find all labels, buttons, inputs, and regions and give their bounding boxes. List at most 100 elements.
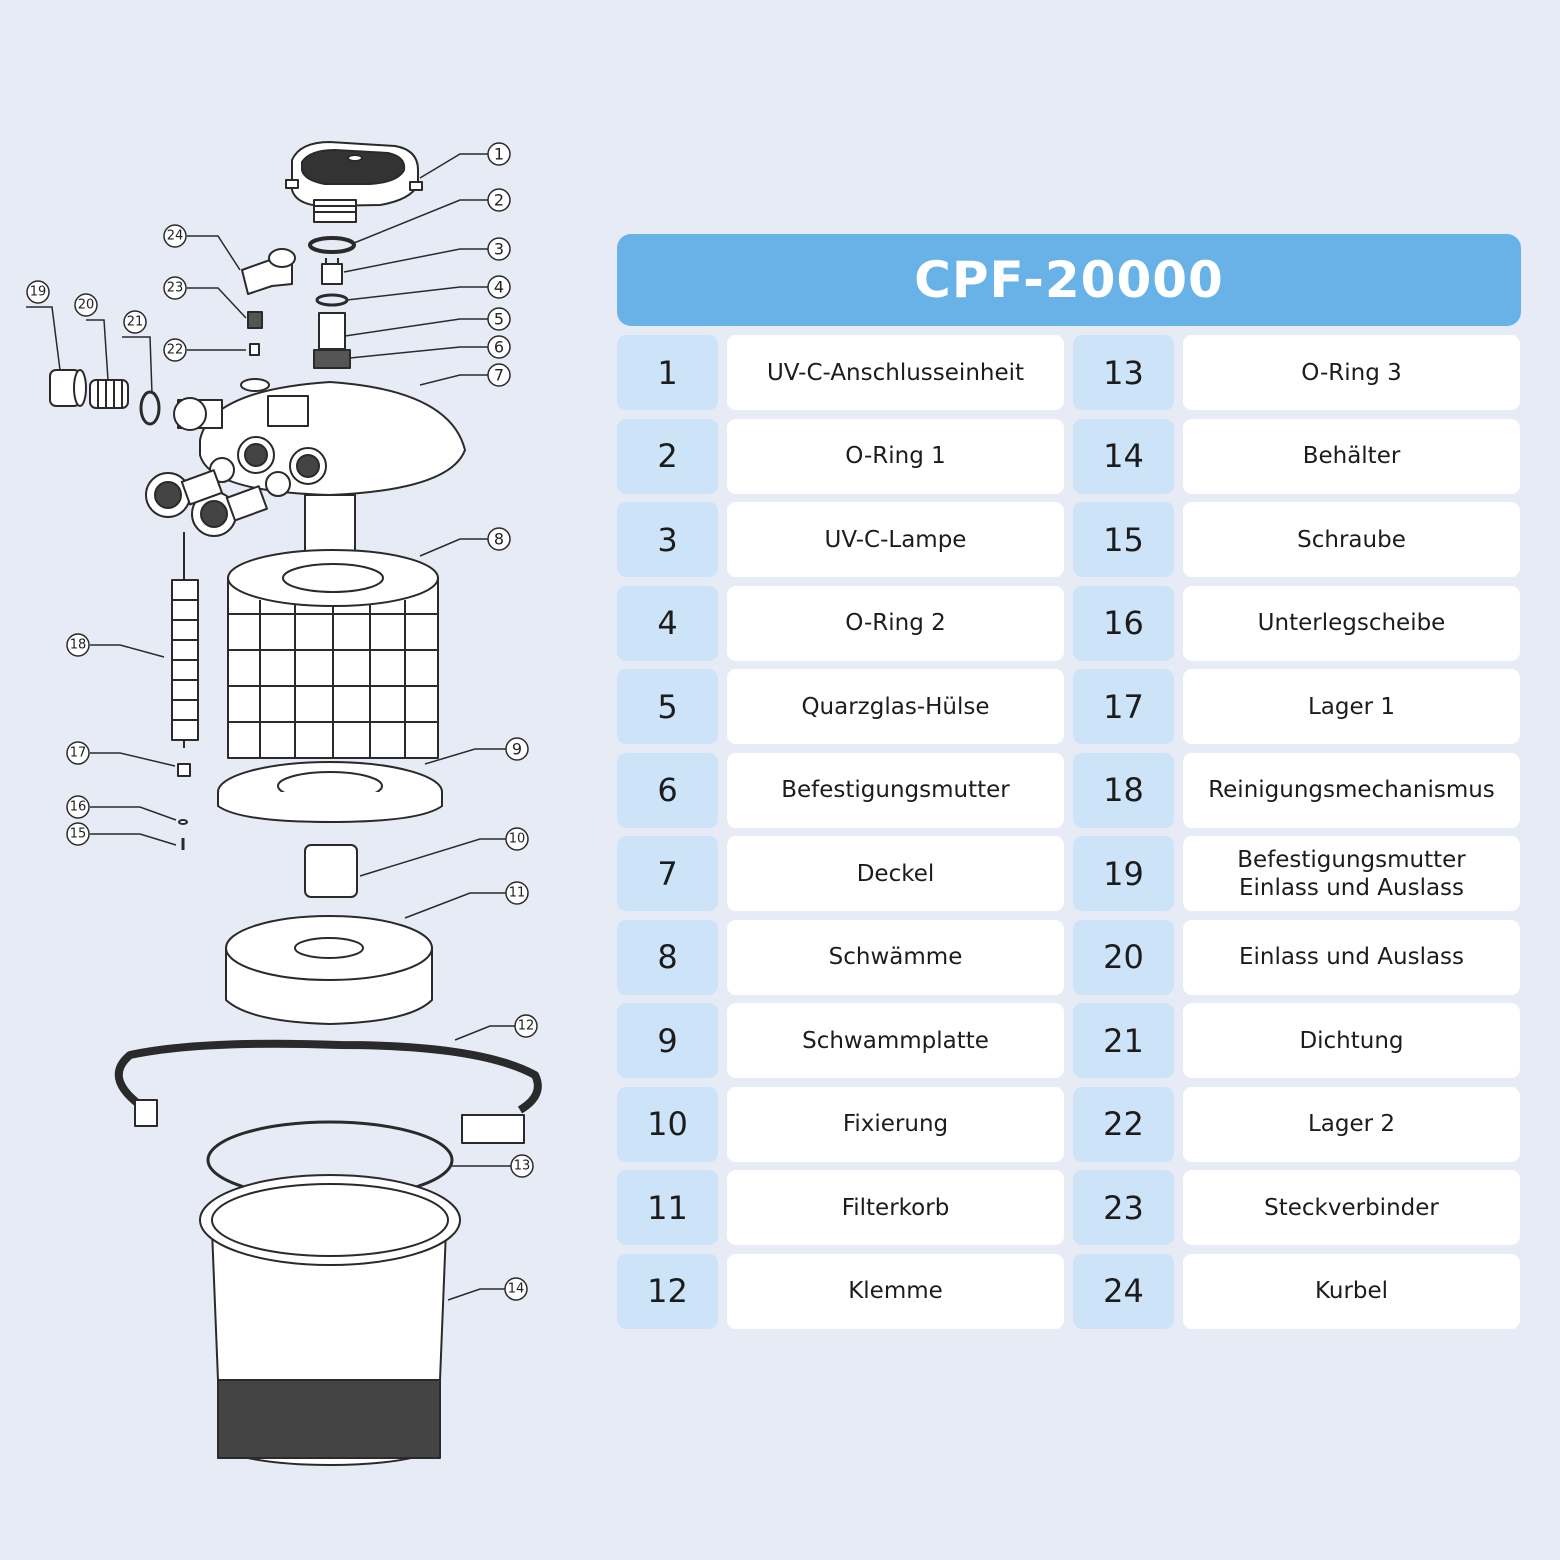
table-row: 7 Deckel 19 Befestigungsmutter Einlass und … bbox=[617, 836, 1521, 911]
svg-text:12: 12 bbox=[518, 1019, 535, 1034]
part-fixation bbox=[304, 844, 358, 898]
callout-23: 23 bbox=[163, 276, 187, 300]
table-row: 12 Klemme 24 Kurbel bbox=[617, 1253, 1521, 1329]
part-name-cell: Dichtung bbox=[1183, 1003, 1520, 1078]
callout-7: 7 bbox=[487, 363, 511, 387]
part-name: Fixierung bbox=[842, 1111, 949, 1137]
part-name-cell: Unterlegscheibe bbox=[1183, 585, 1520, 661]
svg-text:1: 1 bbox=[494, 145, 504, 164]
part-number: 16 bbox=[1103, 604, 1144, 642]
svg-text:20: 20 bbox=[78, 298, 95, 313]
part-name-cell: Einlass und Auslass bbox=[1183, 919, 1520, 995]
part-sponges bbox=[227, 549, 439, 759]
svg-text:10: 10 bbox=[509, 832, 526, 847]
table-row: 2 O-Ring 1 14 Behälter bbox=[617, 418, 1521, 494]
part-number: 13 bbox=[1103, 353, 1144, 392]
part-bearing-2 bbox=[249, 343, 260, 356]
part-number-cell: 4 bbox=[617, 585, 718, 661]
callout-14: 14 bbox=[504, 1277, 528, 1301]
part-number: 24 bbox=[1103, 1272, 1144, 1310]
part-number: 3 bbox=[657, 520, 678, 559]
part-number: 7 bbox=[657, 854, 678, 893]
part-lid bbox=[145, 378, 466, 537]
part-name-cell: O-Ring 1 bbox=[727, 418, 1064, 494]
part-number: 8 bbox=[657, 938, 678, 976]
part-number: 21 bbox=[1103, 1021, 1144, 1060]
part-name-cell: Klemme bbox=[727, 1253, 1064, 1329]
part-name-cell: Behälter bbox=[1183, 418, 1520, 494]
callout-11: 11 bbox=[505, 881, 529, 905]
svg-text:8: 8 bbox=[494, 530, 504, 549]
part-cleaning-mechanism bbox=[171, 532, 199, 748]
svg-text:16: 16 bbox=[70, 800, 87, 815]
svg-text:14: 14 bbox=[508, 1282, 525, 1297]
part-number-cell: 12 bbox=[617, 1253, 718, 1329]
part-fixing-nut-inlet bbox=[49, 369, 87, 407]
part-name-cell: Schwammplatte bbox=[727, 1003, 1064, 1078]
svg-text:3: 3 bbox=[494, 240, 504, 259]
part-number-cell: 19 bbox=[1073, 836, 1174, 911]
callout-19: 19 bbox=[26, 280, 50, 304]
part-name-cell: Befestigungsmutter Einlass und Auslass bbox=[1183, 836, 1520, 911]
part-name-cell: Lager 2 bbox=[1183, 1086, 1520, 1162]
part-name: O-Ring 3 bbox=[1301, 359, 1402, 386]
part-name-cell: UV-C-Anschlusseinheit bbox=[727, 335, 1064, 410]
svg-text:24: 24 bbox=[167, 229, 184, 244]
callout-16: 16 bbox=[66, 795, 90, 819]
model-title: CPF-20000 bbox=[617, 234, 1521, 326]
part-name-cell: Quarzglas-Hülse bbox=[727, 669, 1064, 744]
part-number: 14 bbox=[1103, 437, 1144, 475]
callout-10: 10 bbox=[505, 827, 529, 851]
part-name: O-Ring 1 bbox=[845, 443, 946, 469]
part-o-ring-1 bbox=[308, 236, 356, 254]
part-number-cell: 9 bbox=[617, 1003, 718, 1078]
part-inlet-outlet bbox=[89, 379, 129, 409]
part-name: Befestigungsmutter Einlass und Auslass bbox=[1237, 846, 1466, 901]
part-number: 4 bbox=[657, 604, 678, 642]
part-name-cell: Schraube bbox=[1183, 502, 1520, 577]
part-number: 20 bbox=[1103, 938, 1144, 976]
part-number: 1 bbox=[657, 353, 678, 392]
part-name-cell: Fixierung bbox=[727, 1086, 1064, 1162]
part-number-cell: 15 bbox=[1073, 502, 1174, 577]
part-number: 12 bbox=[647, 1272, 688, 1310]
callout-24: 24 bbox=[163, 224, 187, 248]
part-number-cell: 11 bbox=[617, 1170, 718, 1245]
part-container bbox=[199, 1174, 461, 1466]
part-number-cell: 14 bbox=[1073, 418, 1174, 494]
svg-text:5: 5 bbox=[494, 310, 504, 329]
part-name: Kurbel bbox=[1314, 1278, 1389, 1304]
part-seal bbox=[139, 390, 161, 426]
svg-text:4: 4 bbox=[494, 278, 504, 297]
part-name: Lager 1 bbox=[1307, 693, 1396, 720]
callout-6: 6 bbox=[487, 335, 511, 359]
part-name: Deckel bbox=[856, 860, 935, 887]
part-number-cell: 24 bbox=[1073, 1253, 1174, 1329]
svg-text:7: 7 bbox=[494, 366, 504, 385]
part-name-cell: Deckel bbox=[727, 836, 1064, 911]
part-crank bbox=[241, 248, 296, 295]
part-number-cell: 23 bbox=[1073, 1170, 1174, 1245]
part-name: Steckverbinder bbox=[1264, 1194, 1439, 1221]
callout-3: 3 bbox=[487, 237, 511, 261]
part-number: 10 bbox=[647, 1105, 688, 1143]
part-name: UV-C-Lampe bbox=[824, 526, 967, 553]
svg-text:23: 23 bbox=[167, 281, 184, 296]
callout-20: 20 bbox=[74, 293, 98, 317]
part-name-cell: Schwämme bbox=[727, 919, 1064, 995]
callout-15: 15 bbox=[66, 822, 90, 846]
svg-text:18: 18 bbox=[70, 638, 87, 653]
part-uvc-connection-unit bbox=[285, 141, 423, 223]
svg-text:22: 22 bbox=[167, 343, 184, 358]
part-filter-basket bbox=[225, 915, 433, 1025]
svg-text:11: 11 bbox=[509, 886, 526, 901]
part-number-cell: 2 bbox=[617, 418, 718, 494]
part-number-cell: 6 bbox=[617, 752, 718, 828]
part-name: Reinigungsmechanismus bbox=[1208, 777, 1495, 803]
part-name: Lager 2 bbox=[1307, 1111, 1396, 1137]
callout-9: 9 bbox=[505, 737, 529, 761]
